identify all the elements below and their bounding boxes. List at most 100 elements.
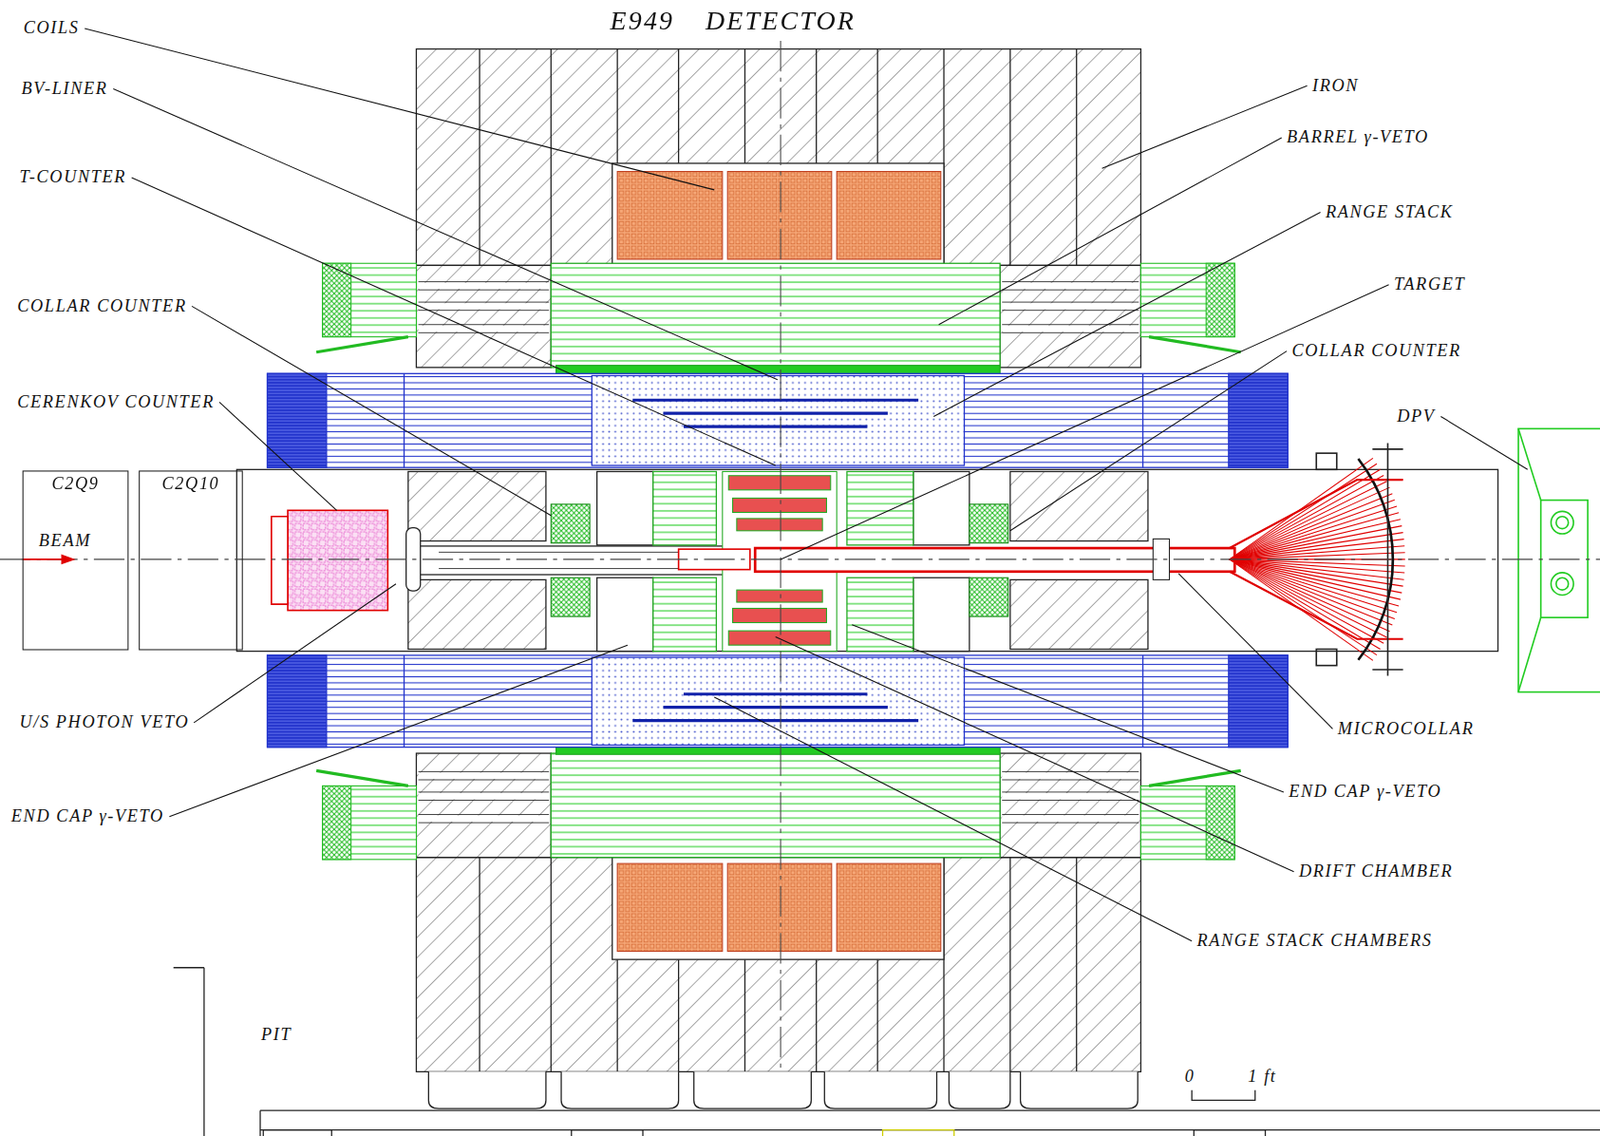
floor <box>263 1129 332 1136</box>
fan-line <box>1229 506 1397 560</box>
cerenkov-counter <box>271 516 288 604</box>
floor <box>1193 1129 1265 1136</box>
part-label: RANGE STACK <box>1324 202 1455 223</box>
part-label: 1 ft <box>1246 1066 1278 1087</box>
part-label: 0 <box>1184 1066 1197 1087</box>
leader-line <box>851 624 1284 792</box>
part-label: TARGET <box>1392 274 1467 295</box>
magnet-coils <box>727 863 832 951</box>
centerlines <box>780 40 782 1072</box>
part-label: END CAP γ-VETO <box>10 806 166 827</box>
fan-line <box>1229 559 1388 638</box>
drift-chamber <box>733 607 828 622</box>
fan-line <box>1229 559 1395 620</box>
part-label: RANGE STACK CHAMBERS <box>1195 930 1433 951</box>
end-flux-return <box>1205 785 1235 859</box>
iron-yoke <box>999 264 1141 367</box>
dpv-box <box>1550 572 1574 596</box>
drift-chamber <box>736 518 823 531</box>
leader-line <box>1102 85 1308 169</box>
floor <box>571 1129 643 1136</box>
beam-region <box>408 470 546 541</box>
part-label: PIT <box>260 1024 293 1045</box>
magnet-coils <box>612 857 944 960</box>
beam-region <box>408 545 755 575</box>
range-stack <box>1228 655 1288 748</box>
part-label: COLLAR COUNTER <box>1290 340 1463 361</box>
part-label: COILS <box>22 18 81 38</box>
cerenkov-counter <box>271 509 389 610</box>
end-cap-veto <box>653 470 717 545</box>
range-stack <box>591 657 964 745</box>
fan-line <box>1229 552 1406 560</box>
floor <box>173 967 1600 1136</box>
leader-line <box>112 88 778 379</box>
fan-line <box>1229 499 1395 560</box>
leader-line <box>193 583 396 723</box>
leader-line <box>780 284 1389 560</box>
support-feet <box>561 1071 679 1109</box>
diagram-title: E949 DETECTOR <box>610 5 856 37</box>
centerlines <box>0 558 1600 560</box>
centerlines <box>0 40 1600 1072</box>
iron-yoke <box>415 752 551 858</box>
leader-line <box>169 644 628 817</box>
part-label: IRON <box>1311 75 1360 96</box>
end-cap-veto <box>847 577 914 651</box>
range-stack <box>267 655 1289 748</box>
barrel-veto <box>550 752 1000 858</box>
leader-line <box>933 212 1320 417</box>
part-label: MICROCOLLAR <box>1336 718 1476 739</box>
part-label: T-COUNTER <box>18 167 128 188</box>
drift-chamber <box>733 497 828 512</box>
support-feet <box>824 1071 937 1109</box>
part-label: DRIFT CHAMBER <box>1298 861 1454 882</box>
beam-arrow <box>22 558 64 561</box>
end-cap-veto <box>847 470 914 545</box>
range-stack <box>1228 373 1288 468</box>
beam-arrow <box>60 554 76 565</box>
range-stack <box>267 373 1289 747</box>
beam-region <box>913 470 970 545</box>
collar-counter <box>550 504 590 544</box>
collar-counter <box>550 577 590 617</box>
beam-region <box>1010 579 1149 649</box>
downstream-frame <box>1316 452 1337 470</box>
iron-yoke <box>415 857 1141 1073</box>
beam-region <box>236 469 1498 651</box>
part-label: BEAM <box>37 530 93 551</box>
end-flux-return <box>316 263 1242 860</box>
beam-region <box>236 469 1498 651</box>
dpv-box <box>1518 428 1600 692</box>
magnet-coils <box>836 863 942 951</box>
leader-line <box>714 696 1192 942</box>
part-label: COLLAR COUNTER <box>16 296 189 317</box>
support-feet <box>428 1071 1138 1109</box>
end-flux-return <box>322 263 352 337</box>
leader-line <box>939 137 1282 325</box>
part-label: BV-LINER <box>19 78 109 99</box>
leader-line <box>191 305 551 515</box>
fan-line <box>1229 559 1391 632</box>
part-label: END CAP γ-VETO <box>1287 781 1443 802</box>
leader-line <box>131 177 776 466</box>
support-feet <box>948 1071 1010 1109</box>
cerenkov-counter <box>287 509 388 610</box>
iron-yoke <box>415 49 1141 266</box>
dpv-box <box>1518 428 1542 692</box>
drift-chamber <box>728 475 830 490</box>
magnet-coils <box>617 171 723 260</box>
end-flux-return <box>322 785 352 859</box>
support-feet <box>694 1071 812 1109</box>
beam-arrow <box>22 554 76 565</box>
leader-line <box>775 637 1295 872</box>
collar-counter <box>969 577 1009 617</box>
downstream-frame <box>1316 648 1337 665</box>
part-label: BARREL γ-VETO <box>1285 127 1431 148</box>
beam-region <box>913 577 970 651</box>
leader-line <box>84 28 715 190</box>
dpv-box <box>1550 510 1574 534</box>
magnet-coils <box>617 863 723 951</box>
fan-line <box>1229 559 1381 650</box>
